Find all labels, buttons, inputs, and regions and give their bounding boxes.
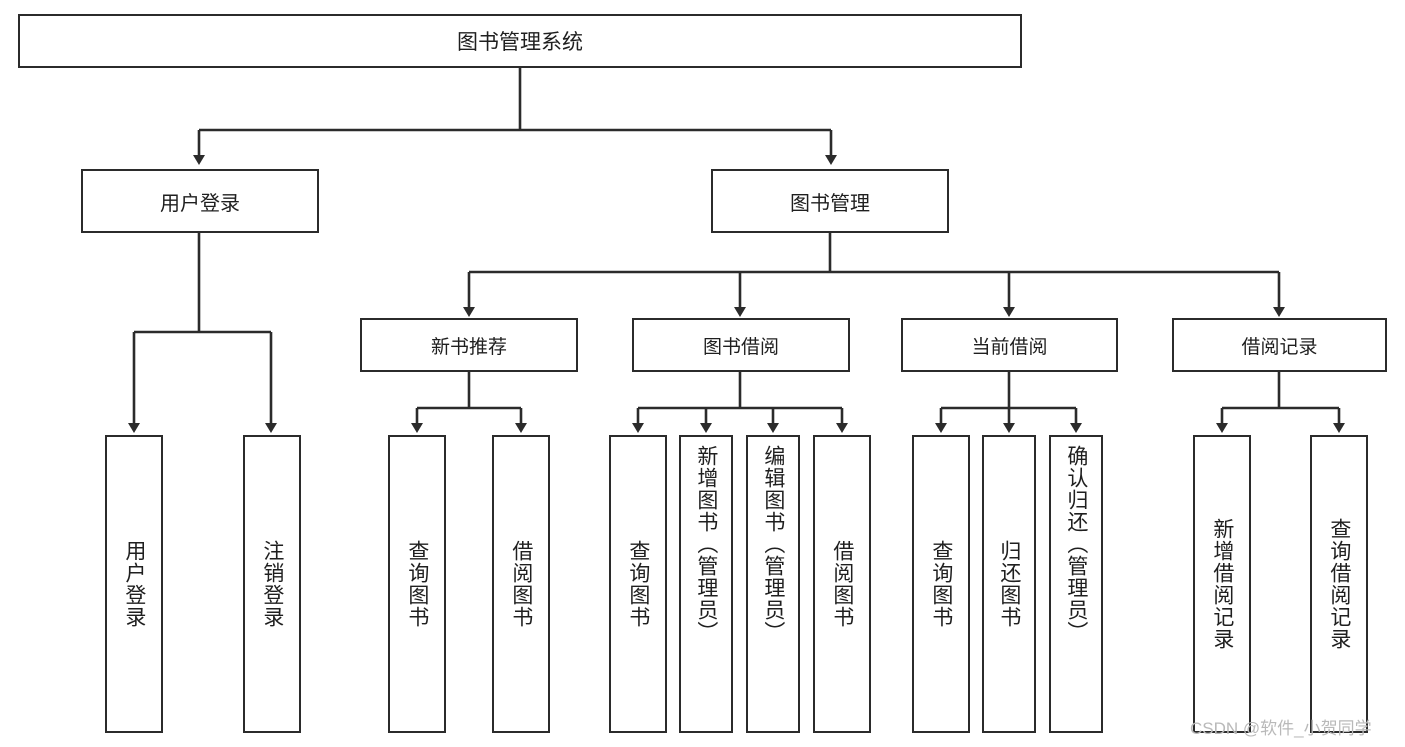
leaf-label: 借阅图书	[830, 540, 854, 628]
leaf-user-login-logout[interactable]: 注销登录	[243, 435, 301, 733]
leaf-current-confirm-return-admin[interactable]: 确认归还（管理员）	[1049, 435, 1103, 733]
leaf-label: 查询图书	[405, 540, 429, 628]
node-book-borrow[interactable]: 图书借阅	[632, 318, 850, 372]
leaf-label: 编辑图书（管理员）	[761, 445, 785, 643]
leaf-current-query-book[interactable]: 查询图书	[912, 435, 970, 733]
leaf-label: 查询图书	[626, 540, 650, 628]
node-label: 图书借阅	[702, 336, 779, 358]
leaf-record-query-record[interactable]: 查询借阅记录	[1310, 435, 1368, 733]
leaf-label: 查询图书	[929, 540, 953, 628]
node-label: 图书管理系统	[457, 31, 583, 54]
leaf-user-login-login[interactable]: 用户登录	[105, 435, 163, 733]
node-book-management[interactable]: 图书管理	[711, 169, 949, 233]
node-root-system[interactable]: 图书管理系统	[18, 14, 1022, 68]
leaf-label: 归还图书	[997, 540, 1021, 628]
node-label: 图书管理	[790, 192, 870, 215]
leaf-label: 注销登录	[260, 540, 284, 628]
leaf-current-return-book[interactable]: 归还图书	[982, 435, 1036, 733]
node-label: 新书推荐	[430, 336, 507, 358]
leaf-new-book-borrow[interactable]: 借阅图书	[492, 435, 550, 733]
node-label: 借阅记录	[1241, 336, 1318, 358]
leaf-label: 借阅图书	[509, 540, 533, 628]
leaf-borrow-query-book[interactable]: 查询图书	[609, 435, 667, 733]
watermark-text: CSDN @软件_小贺同学	[1190, 719, 1372, 738]
node-current-borrow[interactable]: 当前借阅	[901, 318, 1118, 372]
leaf-label: 确认归还（管理员）	[1064, 445, 1088, 643]
node-label: 用户登录	[160, 192, 240, 215]
leaf-borrow-borrow-book[interactable]: 借阅图书	[813, 435, 871, 733]
leaf-borrow-add-book-admin[interactable]: 新增图书（管理员）	[679, 435, 733, 733]
node-label: 当前借阅	[971, 336, 1048, 358]
leaf-label: 新增借阅记录	[1210, 518, 1234, 650]
leaf-borrow-edit-book-admin[interactable]: 编辑图书（管理员）	[746, 435, 800, 733]
leaf-record-add-record[interactable]: 新增借阅记录	[1193, 435, 1251, 733]
node-borrow-record[interactable]: 借阅记录	[1172, 318, 1387, 372]
leaf-label: 新增图书（管理员）	[694, 445, 718, 643]
leaf-new-book-query[interactable]: 查询图书	[388, 435, 446, 733]
node-user-login[interactable]: 用户登录	[81, 169, 319, 233]
node-new-book-recommend[interactable]: 新书推荐	[360, 318, 578, 372]
leaf-label: 查询借阅记录	[1327, 518, 1351, 650]
leaf-label: 用户登录	[122, 540, 146, 628]
